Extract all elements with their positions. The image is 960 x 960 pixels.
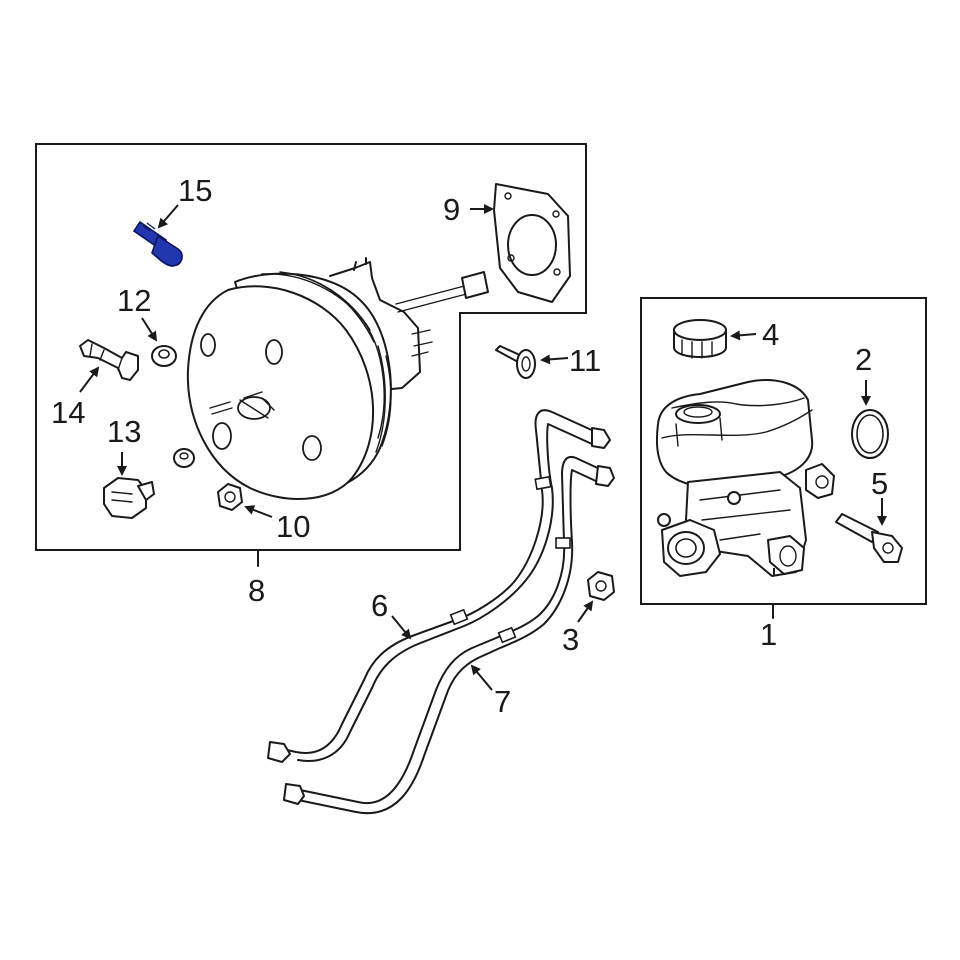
callout-5: 5	[871, 466, 888, 501]
callout-13: 13	[107, 414, 141, 449]
booster-group-frame	[35, 143, 587, 551]
part-7-brake-line[interactable]	[283, 456, 615, 815]
callout-12: 12	[117, 283, 151, 318]
part-10-nut[interactable]	[217, 483, 243, 511]
callout-15: 15	[178, 173, 212, 208]
part-3-nut[interactable]	[587, 571, 615, 601]
booster-seal-washer	[173, 448, 195, 468]
master-cylinder[interactable]	[656, 379, 835, 577]
part-13-sensor[interactable]	[103, 477, 155, 519]
part-15-bolt[interactable]	[132, 220, 183, 267]
callout-11: 11	[569, 343, 601, 378]
part-5-sensor[interactable]	[835, 513, 903, 563]
callout-4: 4	[762, 317, 779, 352]
part-9-gasket[interactable]	[493, 183, 571, 303]
callout-8: 8	[248, 573, 265, 608]
callout-6: 6	[371, 588, 388, 623]
master-cylinder-group-frame	[640, 297, 927, 605]
part-6-brake-line[interactable]	[267, 409, 611, 763]
callout-10: 10	[276, 509, 310, 544]
callout-14: 14	[51, 395, 85, 430]
part-11-seal[interactable]	[495, 345, 536, 379]
callout-7: 7	[494, 684, 511, 719]
part-14-vacuum-fitting[interactable]	[79, 339, 139, 381]
part-2-o-ring[interactable]	[851, 409, 889, 459]
part-4-reservoir-cap[interactable]	[673, 319, 727, 359]
callout-3: 3	[562, 622, 579, 657]
callout-1: 1	[760, 617, 777, 652]
callout-9: 9	[443, 192, 460, 227]
part-12-washer[interactable]	[151, 345, 177, 367]
callout-2: 2	[855, 342, 872, 377]
brake-booster[interactable]	[186, 257, 489, 500]
